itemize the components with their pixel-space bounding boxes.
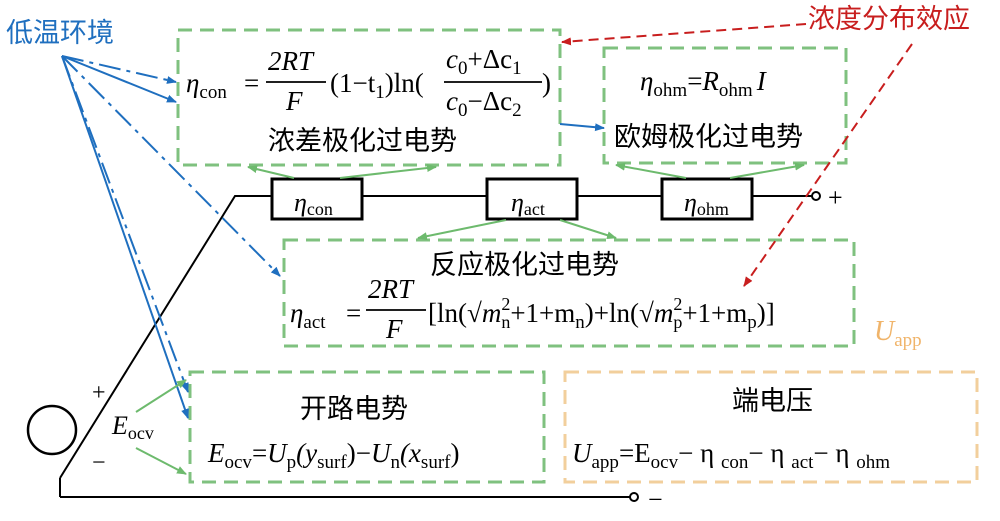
component-arrows: [135, 162, 805, 475]
conc-effect-arrows: [561, 23, 913, 287]
low-temp-arrow-ocv-2: [61, 55, 189, 419]
conc-arrow-to-con: [561, 23, 807, 46]
box-ocv-title: 开路电势: [300, 394, 408, 425]
box-ohm-title: 欧姆极化过电势: [614, 122, 803, 153]
box-open-circuit: [188, 370, 546, 484]
resistor-con-label: ηcon: [294, 188, 333, 219]
svg-text:=: =: [244, 68, 259, 98]
low-temp-arrow-con-2: [61, 55, 177, 103]
low-temp-arrow-act: [61, 55, 281, 277]
resistor-act-label: ηact: [511, 188, 545, 219]
formula-ocv: Eocv=Up(ysurf)−Un(xsurf): [207, 438, 459, 473]
concentration-effect-label: 浓度分布效应: [808, 4, 970, 35]
svg-text:F: F: [285, 86, 303, 116]
svg-text:c0+Δc1: c0+Δc1: [446, 44, 522, 79]
svg-text:): ): [542, 68, 551, 98]
u-app-label: Uapp: [874, 316, 922, 351]
low-temp-arrow-con-1: [61, 55, 177, 84]
resistor-ohm: [660, 177, 754, 221]
box-act-title: 反应极化过电势: [430, 250, 619, 281]
low-temp-arrows: [61, 55, 605, 419]
box-con-title: 浓差极化过电势: [268, 126, 457, 157]
svg-text:c0−Δc2: c0−Δc2: [446, 86, 522, 121]
resistor-act: [485, 177, 579, 221]
circuit: [26, 191, 821, 502]
svg-text:ηcon: ηcon: [186, 68, 227, 103]
svg-text:2RT: 2RT: [268, 46, 315, 76]
box-terminal-voltage: [563, 370, 979, 484]
box-app-title: 端电压: [732, 386, 813, 417]
box-reaction-polarization: [282, 238, 856, 348]
conc-arrow-to-act: [743, 43, 913, 287]
terminal-minus: −: [648, 485, 663, 514]
svg-text:ηact: ηact: [290, 298, 326, 333]
box-concentration-polarization: [176, 28, 562, 167]
resistor-ohm-label: ηohm: [684, 188, 729, 219]
terminal-plus: +: [828, 183, 843, 212]
formula-app: Uapp=Eocv− η con− η act− η ohm: [572, 438, 890, 473]
low-temp-arrow-ocv-1: [61, 55, 189, 393]
source-eocv-label: Eocv: [111, 411, 154, 443]
low-temp-arrow-ohm: [559, 123, 605, 132]
svg-text:=: =: [346, 298, 361, 328]
box-ohmic-polarization: [602, 46, 848, 165]
svg-text:2RT: 2RT: [368, 274, 415, 304]
svg-text:(1−t1)ln(: (1−t1)ln(: [330, 68, 424, 103]
svg-text:[ln(√m2n+1+mn)+ln(√m2p+1+mp)]: [ln(√m2n+1+mn)+ln(√m2p+1+mp)]: [428, 294, 775, 333]
svg-text:F: F: [385, 314, 403, 344]
resistor-con: [270, 177, 364, 221]
source-plus: +: [92, 380, 106, 406]
low-temperature-label: 低温环境: [6, 18, 114, 49]
resistors: [270, 177, 754, 221]
formula-con: ηcon = 2RT F (1−t1)ln( c0+Δc1 c0−Δc2 ): [186, 44, 551, 121]
source-minus: −: [92, 450, 106, 476]
